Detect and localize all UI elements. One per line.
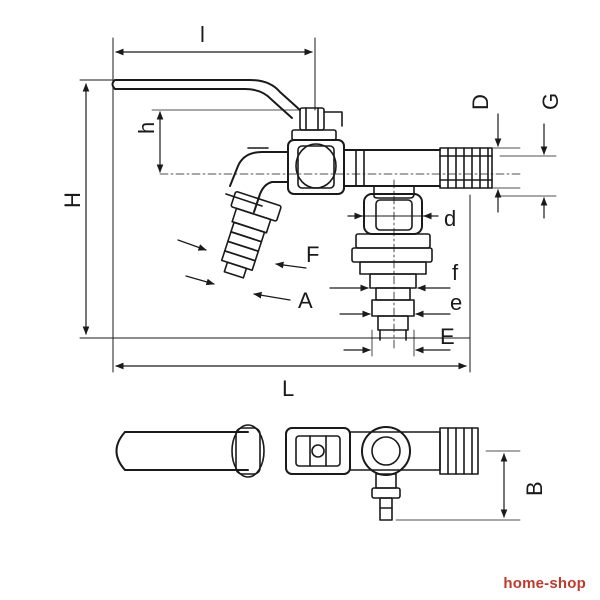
- label-A: A: [298, 288, 313, 313]
- label-G: G: [538, 93, 563, 110]
- label-f: f: [452, 260, 459, 285]
- dim-line-F-left: [177, 239, 207, 251]
- label-L: L: [282, 376, 294, 401]
- label-F: F: [306, 242, 319, 267]
- lower-branch: [351, 185, 433, 341]
- spout-elbow: [225, 147, 289, 213]
- plan-view: [115, 424, 479, 521]
- label-B: B: [522, 481, 547, 496]
- valve-body: [287, 139, 441, 195]
- label-l: l: [200, 22, 205, 47]
- label-d: d: [444, 206, 456, 231]
- label-h: h: [134, 122, 159, 134]
- label-H: H: [60, 192, 85, 208]
- threaded-outlet: [439, 147, 493, 189]
- label-D: D: [468, 94, 493, 110]
- dim-line-F-right: [275, 261, 307, 269]
- stem-nut: [291, 107, 343, 141]
- watermark: home-shop: [503, 575, 586, 592]
- label-e: e: [450, 290, 462, 315]
- hose-connector-left: [220, 191, 282, 279]
- label-E: E: [440, 324, 455, 349]
- dim-line-A-right: [253, 291, 291, 301]
- valve-handle: [111, 79, 301, 119]
- dim-line-A-left: [185, 275, 215, 286]
